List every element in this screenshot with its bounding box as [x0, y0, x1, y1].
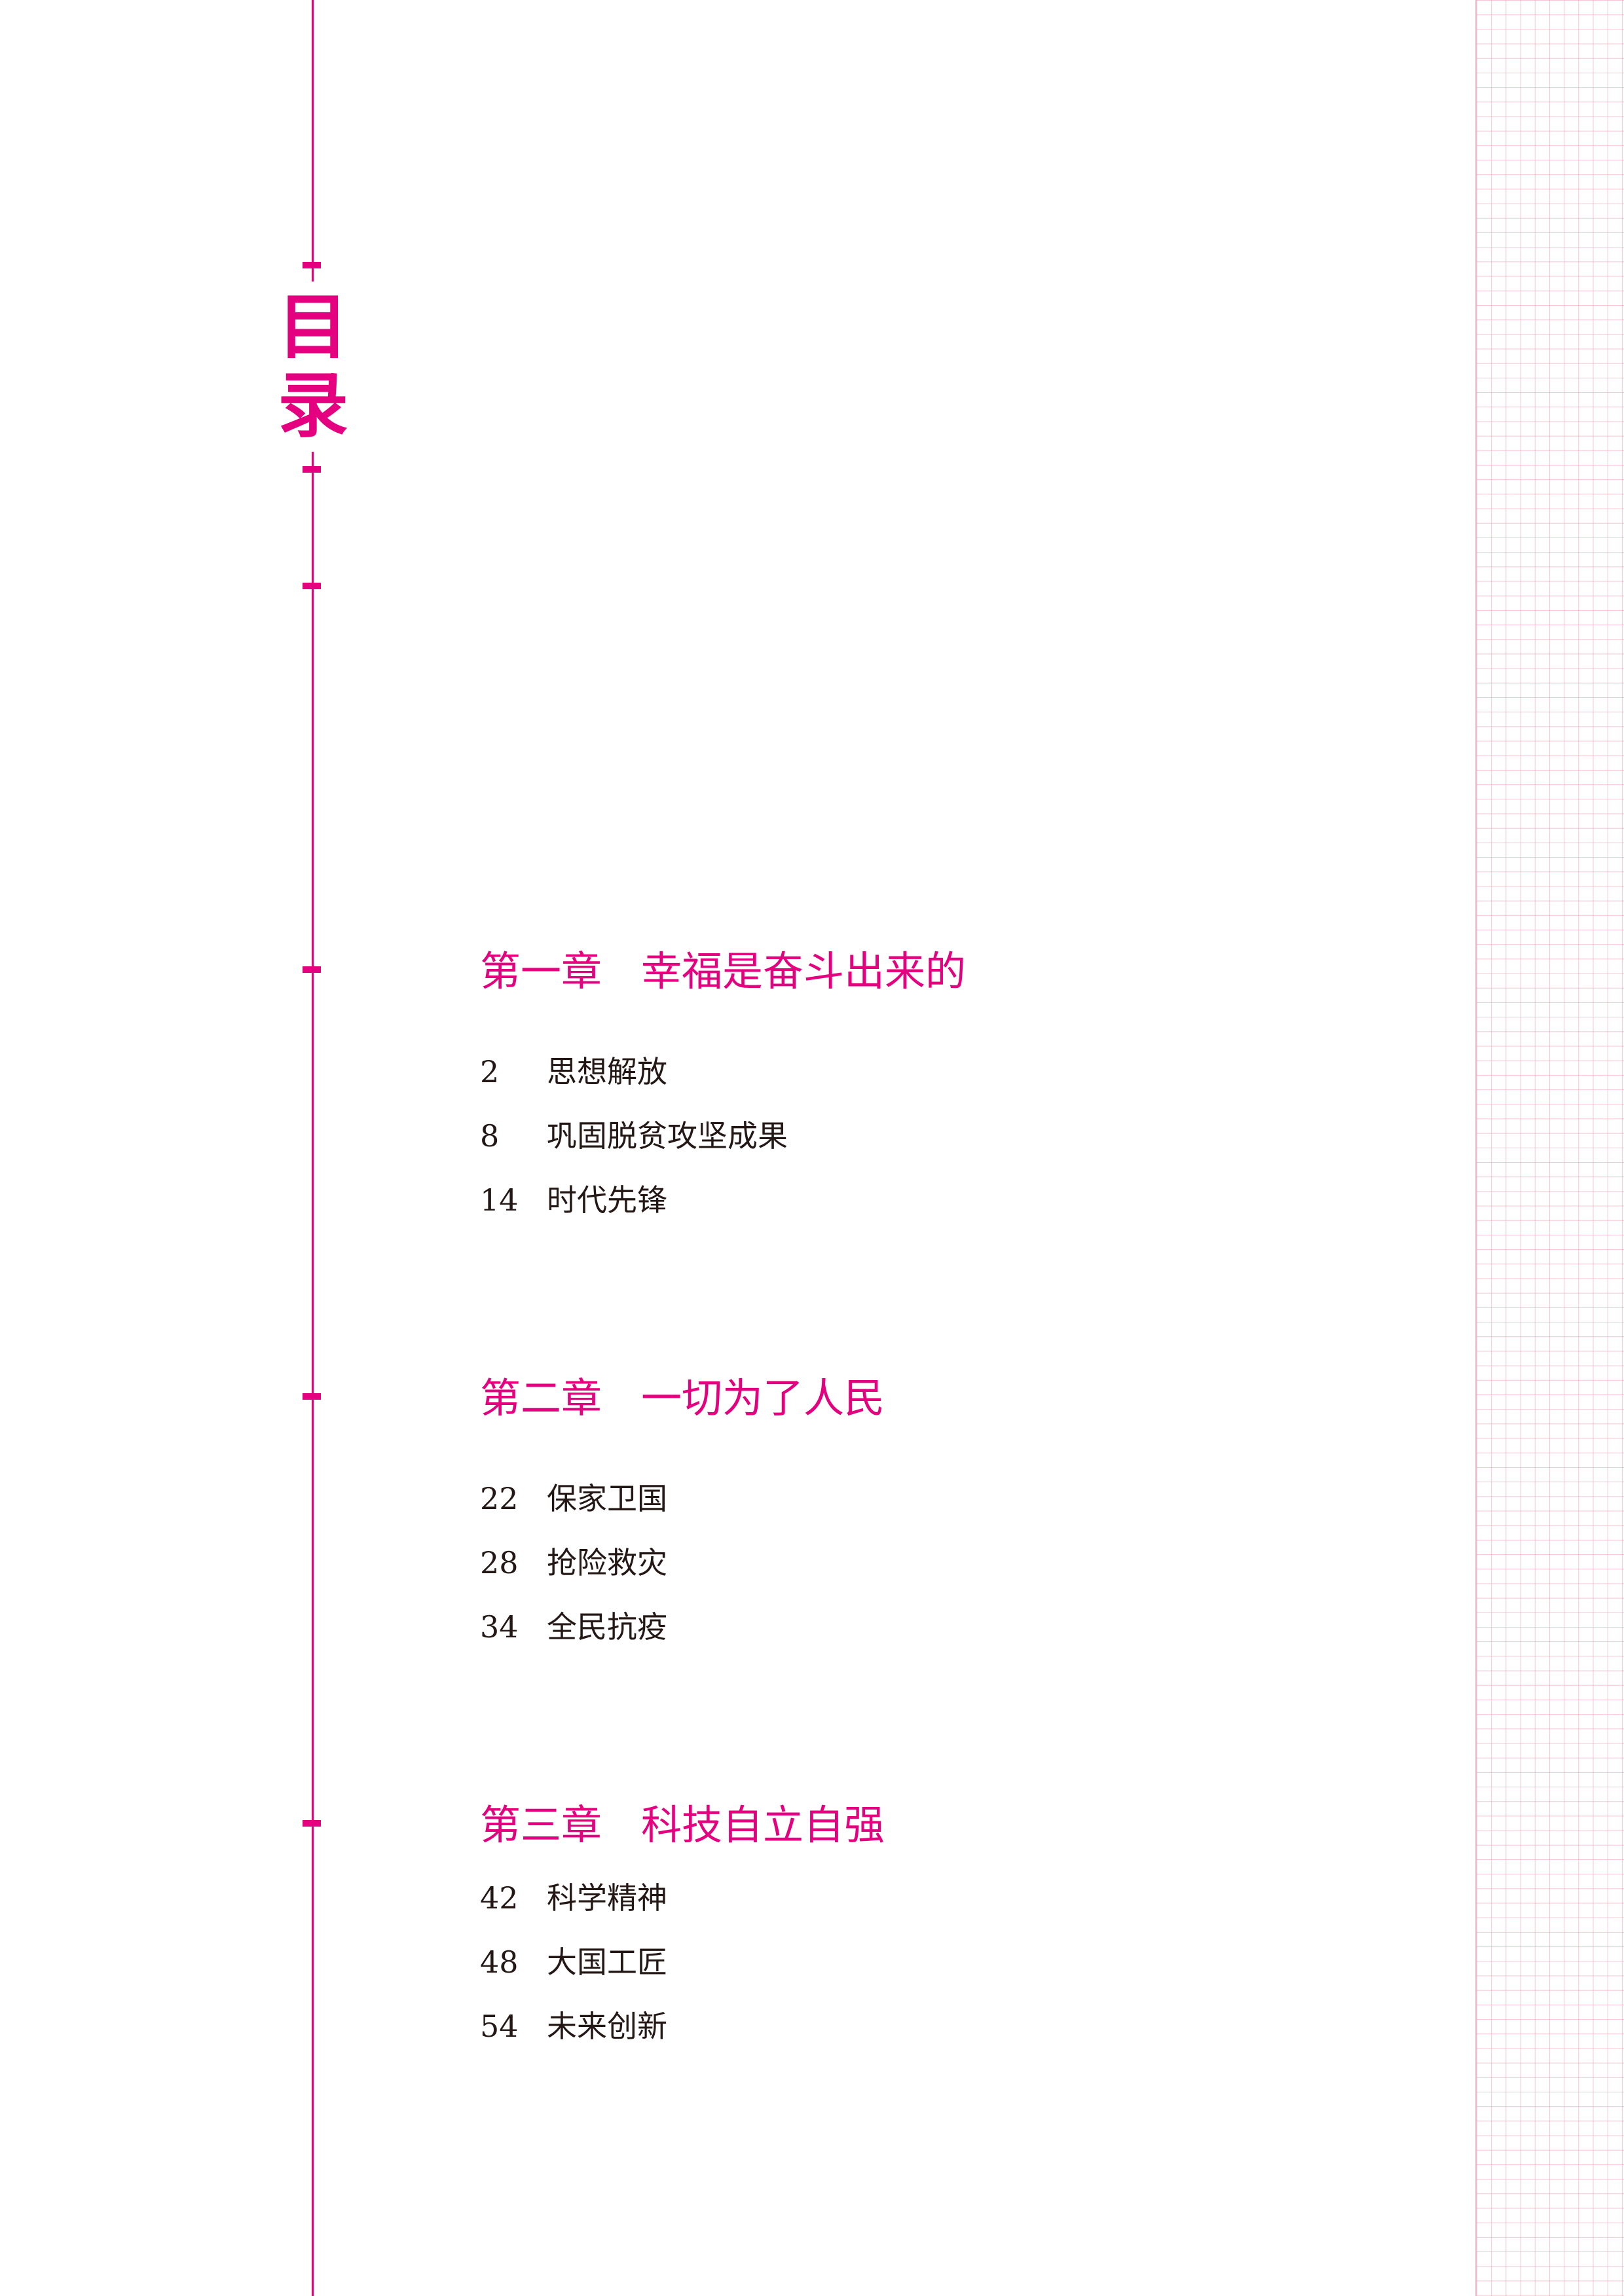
- entry-title: 未来创新: [547, 2009, 667, 2044]
- chapter-3: 第三章科技自立自强 42 科学精神 48 大国工匠 54 未来创新: [480, 1799, 1397, 2058]
- chapter-number: 第三章: [480, 1801, 602, 1849]
- toc-entry[interactable]: 22 保家卫国: [480, 1467, 1397, 1531]
- chapter-name: 幸福是奋斗出来的: [641, 947, 967, 995]
- entry-title: 时代先锋: [547, 1182, 667, 1218]
- entry-title: 巩固脱贫攻坚成果: [547, 1118, 788, 1154]
- entry-title: 保家卫国: [547, 1481, 667, 1516]
- chapter-number: 第二章: [480, 1374, 602, 1422]
- toc-entry[interactable]: 14 时代先锋: [480, 1168, 1397, 1232]
- toc-entry[interactable]: 28 抢险救灾: [480, 1531, 1397, 1595]
- chapter-number: 第一章: [480, 947, 602, 995]
- entry-page-number: 22: [480, 1481, 519, 1516]
- entry-page-number: 28: [480, 1545, 519, 1580]
- margin-rule: [312, 0, 314, 2296]
- entry-page-number: 2: [480, 1054, 500, 1089]
- entry-page-number: 42: [480, 1880, 519, 1916]
- toc-entry[interactable]: 54 未来创新: [480, 1994, 1397, 2058]
- entry-page-number: 34: [480, 1609, 519, 1645]
- entry-title: 思想解放: [547, 1054, 667, 1089]
- entry-title: 大国工匠: [547, 1944, 667, 1980]
- chapter-2: 第二章一切为了人民 22 保家卫国 28 抢险救灾 34 全民抗疫: [480, 1372, 1397, 1659]
- toc-entry[interactable]: 8 巩固脱贫攻坚成果: [480, 1104, 1397, 1168]
- entry-page-number: 8: [480, 1118, 500, 1154]
- grid-margin: [1475, 0, 1624, 2296]
- entry-title: 全民抗疫: [547, 1609, 667, 1645]
- toc-entry[interactable]: 2 思想解放: [480, 1040, 1397, 1104]
- toc-entry[interactable]: 48 大国工匠: [480, 1930, 1397, 1994]
- entry-page-number: 14: [480, 1182, 519, 1218]
- entry-page-number: 48: [480, 1944, 519, 1980]
- margin-tick: [303, 966, 321, 973]
- entry-title: 科学精神: [547, 1880, 667, 1916]
- entry-title: 抢险救灾: [547, 1545, 667, 1580]
- margin-tick: [303, 466, 321, 473]
- toc-heading-char-1: 目: [277, 286, 348, 369]
- margin-tick: [303, 262, 321, 268]
- margin-tick: [303, 1393, 321, 1400]
- toc-heading-char-2: 录: [277, 365, 348, 447]
- toc-entry[interactable]: 34 全民抗疫: [480, 1595, 1397, 1659]
- margin-tick: [303, 583, 321, 589]
- chapter-name: 一切为了人民: [641, 1374, 885, 1422]
- chapter-title[interactable]: 第三章科技自立自强: [480, 1799, 1397, 1851]
- toc-entry[interactable]: 42 科学精神: [480, 1866, 1397, 1930]
- chapter-1: 第一章幸福是奋斗出来的 2 思想解放 8 巩固脱贫攻坚成果 14 时代先锋: [480, 945, 1397, 1232]
- chapter-title[interactable]: 第一章幸福是奋斗出来的: [480, 945, 1397, 998]
- entry-page-number: 54: [480, 2009, 519, 2044]
- chapter-title[interactable]: 第二章一切为了人民: [480, 1372, 1397, 1425]
- margin-tick: [303, 1820, 321, 1827]
- chapter-name: 科技自立自强: [641, 1801, 885, 1849]
- toc-heading: 目 录: [274, 282, 352, 452]
